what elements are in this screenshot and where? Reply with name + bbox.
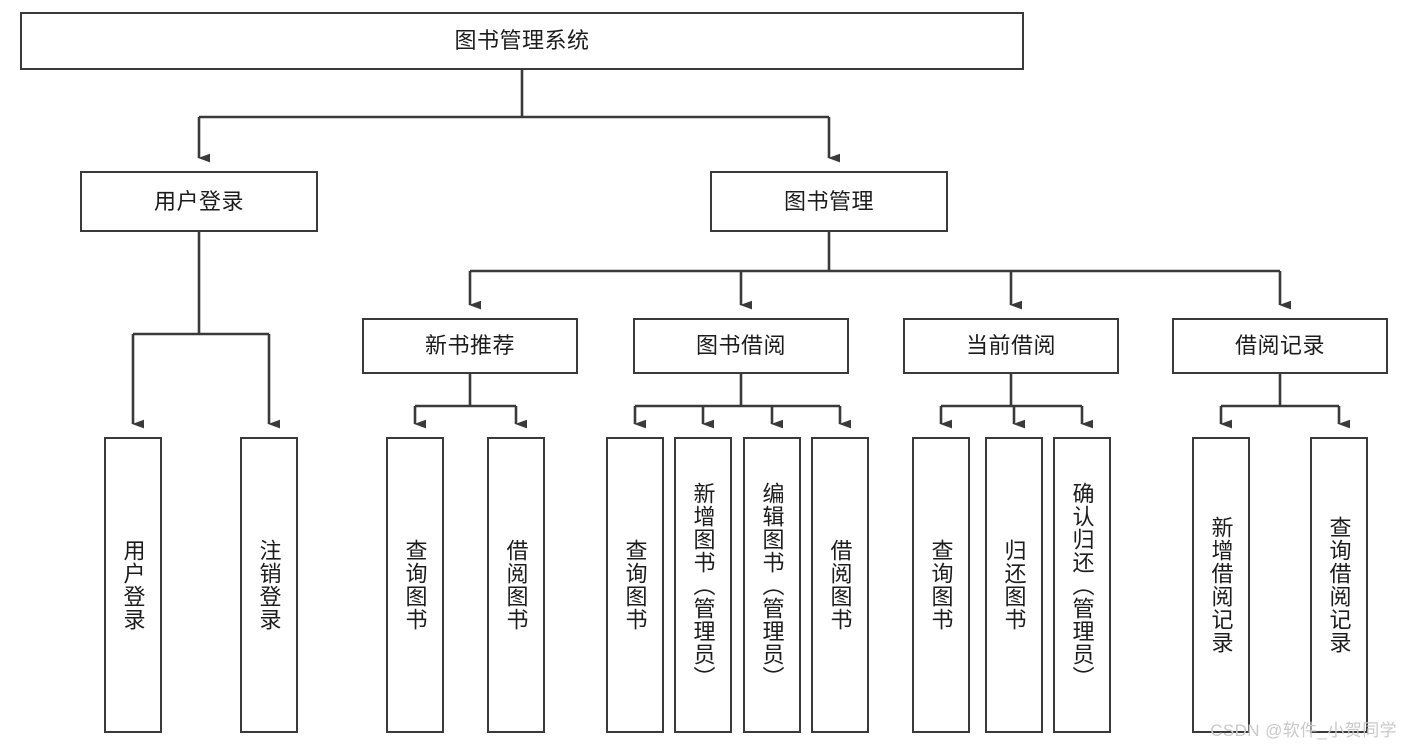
node-book-manage-label: 图书管理: [783, 188, 874, 214]
node-leaf-confirm-return[interactable]: 确认归还（管理员）: [1053, 437, 1111, 733]
node-leaf-query-book-2-label: 查询图书: [622, 539, 648, 631]
node-leaf-query-record[interactable]: 查询借阅记录: [1310, 437, 1368, 733]
node-leaf-query-book-1-label: 查询图书: [402, 539, 428, 631]
node-leaf-query-book-3-label: 查询图书: [928, 539, 954, 631]
node-user-login-label: 用户登录: [153, 188, 244, 214]
node-leaf-borrow-book-2[interactable]: 借阅图书: [811, 437, 869, 733]
node-leaf-user-login[interactable]: 用户登录: [104, 437, 162, 733]
node-book-borrow[interactable]: 图书借阅: [633, 318, 849, 374]
node-leaf-query-record-label: 查询借阅记录: [1326, 516, 1352, 654]
node-leaf-add-record[interactable]: 新增借阅记录: [1192, 437, 1250, 733]
csdn-watermark: CSDN @软件_小贺同学: [1210, 721, 1397, 740]
node-leaf-borrow-book-1[interactable]: 借阅图书: [487, 437, 545, 733]
node-leaf-confirm-return-label: 确认归还（管理员）: [1069, 481, 1095, 689]
node-leaf-query-book-3[interactable]: 查询图书: [912, 437, 970, 733]
node-new-book-recommend-label: 新书推荐: [424, 333, 515, 359]
node-current-borrow-label: 当前借阅: [965, 333, 1056, 359]
node-root[interactable]: 图书管理系统: [20, 12, 1024, 70]
node-current-borrow[interactable]: 当前借阅: [903, 318, 1119, 374]
node-leaf-query-book-2[interactable]: 查询图书: [606, 437, 664, 733]
node-leaf-edit-book[interactable]: 编辑图书（管理员）: [743, 437, 801, 733]
node-leaf-add-record-label: 新增借阅记录: [1208, 516, 1234, 654]
node-book-borrow-label: 图书借阅: [695, 333, 786, 359]
node-book-manage[interactable]: 图书管理: [710, 171, 948, 232]
node-user-login[interactable]: 用户登录: [80, 171, 318, 232]
node-leaf-logout[interactable]: 注销登录: [240, 437, 298, 733]
node-borrow-record[interactable]: 借阅记录: [1172, 318, 1388, 374]
node-leaf-borrow-book-1-label: 借阅图书: [503, 539, 529, 631]
node-root-label: 图书管理系统: [454, 28, 590, 54]
node-leaf-query-book-1[interactable]: 查询图书: [386, 437, 444, 733]
node-leaf-borrow-book-2-label: 借阅图书: [827, 539, 853, 631]
node-leaf-return-book[interactable]: 归还图书: [985, 437, 1043, 733]
node-leaf-return-book-label: 归还图书: [1001, 539, 1027, 631]
node-borrow-record-label: 借阅记录: [1234, 333, 1325, 359]
node-leaf-user-login-label: 用户登录: [120, 539, 146, 631]
node-leaf-logout-label: 注销登录: [256, 539, 282, 631]
node-leaf-add-book[interactable]: 新增图书（管理员）: [674, 437, 732, 733]
node-leaf-edit-book-label: 编辑图书（管理员）: [759, 481, 785, 689]
node-new-book-recommend[interactable]: 新书推荐: [362, 318, 578, 374]
node-leaf-add-book-label: 新增图书（管理员）: [690, 481, 716, 689]
